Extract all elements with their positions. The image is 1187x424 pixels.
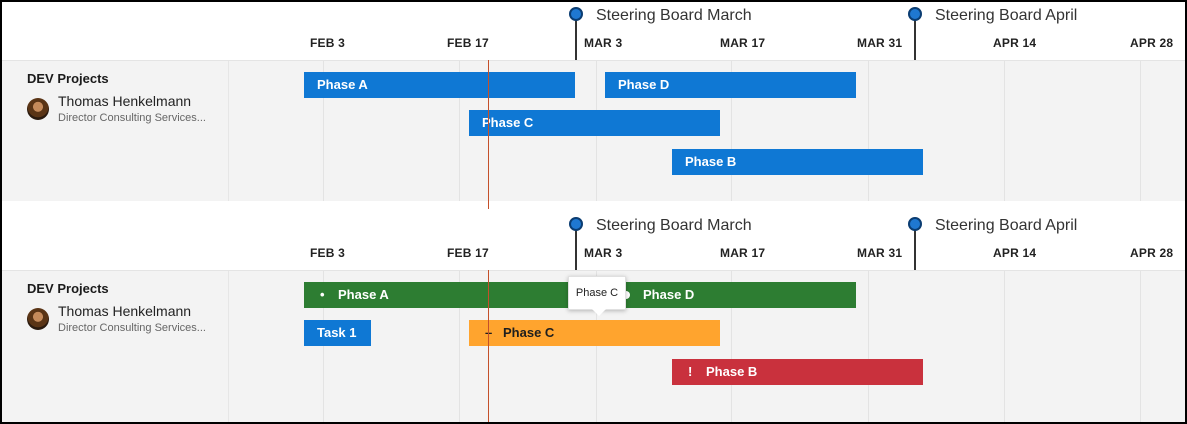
gridline: [323, 271, 324, 422]
date-label-feb17: FEB 17: [447, 246, 489, 260]
tooltip-text: Phase C: [575, 287, 619, 299]
date-label-feb3: FEB 3: [310, 36, 346, 50]
date-label-mar17: MAR 17: [720, 246, 766, 260]
bar-label: Phase A: [338, 287, 389, 302]
date-label-apr28: APR 28: [1130, 36, 1174, 50]
gridline: [1004, 61, 1005, 201]
gridline: [1140, 271, 1141, 422]
bar-label: Phase A: [317, 77, 368, 92]
gridline: [731, 271, 732, 422]
milestone-line-march: [575, 20, 577, 60]
status-dot-icon: •: [320, 287, 325, 302]
milestone-line-april: [914, 230, 916, 270]
timeline-panel-top: FEB 3 FEB 17 MAR 3 MAR 17 MAR 31 APR 14 …: [2, 2, 1185, 209]
date-label-apr14: APR 14: [993, 36, 1037, 50]
person-role: Director Consulting Services...: [58, 112, 206, 124]
gridline: [868, 61, 869, 201]
bar-label: Phase B: [685, 154, 737, 169]
today-line: [488, 60, 489, 209]
gridline: [323, 61, 324, 201]
milestone-marker-april[interactable]: [908, 217, 922, 231]
milestone-line-march: [575, 230, 577, 270]
timeline-panel-bottom: FEB 3 FEB 17 MAR 3 MAR 17 MAR 31 APR 14 …: [2, 212, 1185, 422]
date-label-feb17: FEB 17: [447, 36, 489, 50]
phase-b-bar[interactable]: ! Phase B: [672, 359, 923, 385]
bar-label: Phase D: [618, 77, 670, 92]
date-label-apr14: APR 14: [993, 246, 1037, 260]
group-header: DEV Projects Thomas Henkelmann Director …: [2, 61, 229, 201]
milestone-label-april[interactable]: Steering Board April: [935, 217, 1078, 234]
milestone-label-march[interactable]: Steering Board March: [596, 7, 752, 24]
date-label-feb3: FEB 3: [310, 246, 346, 260]
date-label-mar17: MAR 17: [720, 36, 766, 50]
group-header: DEV Projects Thomas Henkelmann Director …: [2, 271, 229, 422]
gridline: [1004, 271, 1005, 422]
gridline: [596, 271, 597, 422]
phase-c-bar[interactable]: –Phase C: [469, 320, 720, 346]
bar-label: Phase C: [503, 325, 555, 340]
person-role: Director Consulting Services...: [58, 322, 206, 334]
milestone-label-march[interactable]: Steering Board March: [596, 217, 752, 234]
gridline: [459, 61, 460, 201]
bar-label: Phase B: [706, 364, 758, 379]
gridline: [868, 271, 869, 422]
person-name: Thomas Henkelmann: [58, 303, 192, 319]
timeline-body: DEV Projects Thomas Henkelmann Director …: [2, 60, 1185, 201]
avatar: [27, 308, 49, 330]
task-1-bar[interactable]: Task 1: [304, 320, 371, 346]
gridline: [731, 61, 732, 201]
date-label-mar3: MAR 3: [584, 246, 623, 260]
phase-c-bar[interactable]: Phase C: [469, 110, 720, 136]
date-label-apr28: APR 28: [1130, 246, 1174, 260]
milestone-marker-march[interactable]: [569, 217, 583, 231]
milestone-marker-march[interactable]: [569, 7, 583, 21]
group-title: DEV Projects: [27, 281, 109, 296]
bar-label-phase-d: Phase D: [643, 287, 695, 302]
timeline-header: FEB 3 FEB 17 MAR 3 MAR 17 MAR 31 APR 14 …: [2, 212, 1185, 270]
gridline: [1140, 61, 1141, 201]
person-name: Thomas Henkelmann: [58, 93, 192, 109]
tooltip: Phase C: [568, 276, 626, 316]
date-label-mar31: MAR 31: [857, 36, 903, 50]
phase-a-bar[interactable]: Phase A: [304, 72, 575, 98]
date-label-mar31: MAR 31: [857, 246, 903, 260]
avatar: [27, 98, 49, 120]
phase-b-bar[interactable]: Phase B: [672, 149, 923, 175]
phase-d-bar[interactable]: Phase D: [605, 72, 856, 98]
date-label-mar3: MAR 3: [584, 36, 623, 50]
timeline-header: FEB 3 FEB 17 MAR 3 MAR 17 MAR 31 APR 14 …: [2, 2, 1185, 60]
milestone-marker-april[interactable]: [908, 7, 922, 21]
today-line: [488, 270, 489, 422]
milestone-line-april: [914, 20, 916, 60]
drag-handle-icon[interactable]: [622, 291, 630, 299]
gridline: [459, 271, 460, 422]
group-title: DEV Projects: [27, 71, 109, 86]
bar-label: Phase C: [482, 115, 534, 130]
warning-icon: !: [688, 364, 693, 379]
bar-label: Task 1: [317, 325, 357, 340]
milestone-label-april[interactable]: Steering Board April: [935, 7, 1078, 24]
